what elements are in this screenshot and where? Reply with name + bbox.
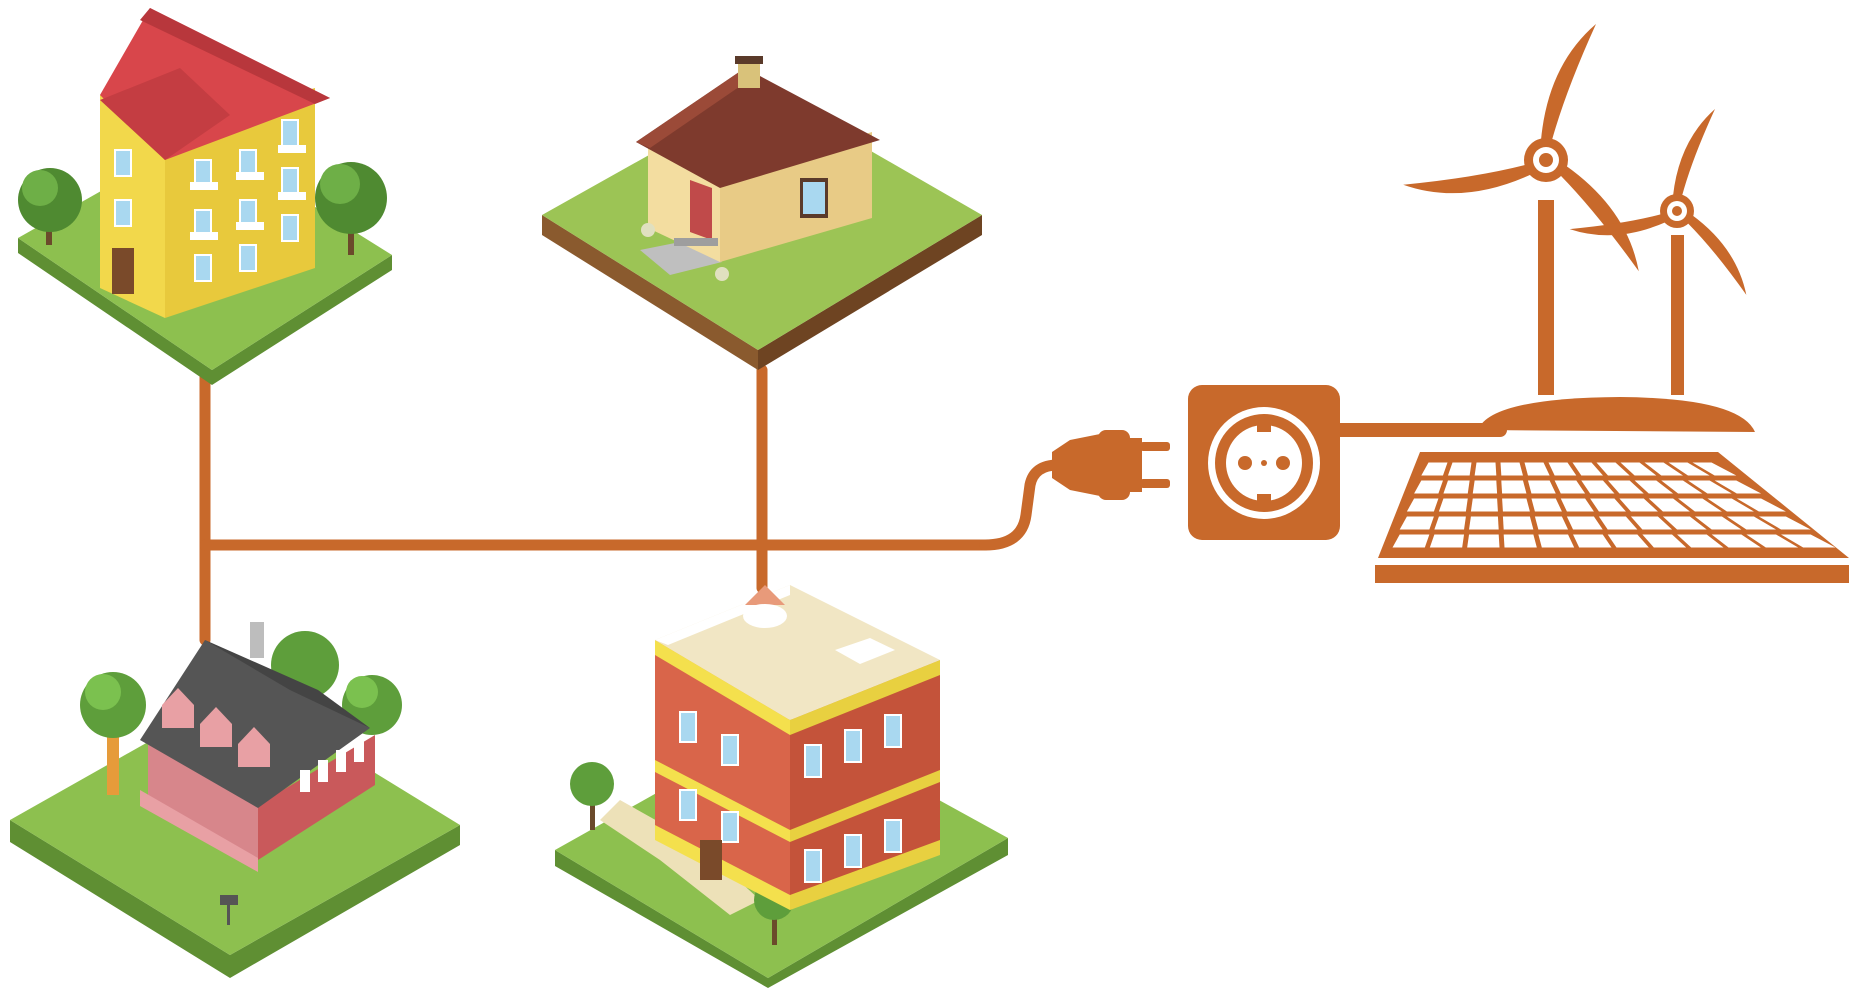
solar-cell [1503,534,1537,548]
solar-cell [1501,480,1527,494]
brick-building-icon [555,585,1008,988]
solar-cell [1438,498,1468,512]
solar-cell [1620,462,1657,476]
solar-cell [1711,534,1761,548]
wind-turbine-icon [1403,24,1639,395]
solar-cell [1470,498,1498,512]
grass-tile [18,238,392,385]
tree [18,168,82,245]
solar-cell [1572,462,1603,476]
solar-cell [1434,516,1466,530]
solar-cell [1502,498,1530,512]
solar-cell [1421,462,1448,476]
solar-cell [1590,498,1626,512]
solar-cell [1707,498,1754,512]
solar-cell [1502,516,1534,530]
victorian-house-icon [10,622,460,978]
solar-cell [1714,480,1762,494]
solar-cell [1598,516,1638,530]
solar-cell [1469,516,1499,530]
solar-cell [1736,498,1786,512]
solar-panel-icon [1375,452,1849,583]
tree [315,162,387,255]
solar-cell [1630,516,1673,530]
solar-cell [1472,480,1498,494]
turbine-base-mound [1478,397,1755,432]
solar-cell [1694,516,1742,530]
solar-cell [1500,462,1523,476]
solar-cell [1758,516,1811,530]
solar-cell [1726,516,1777,530]
solar-cell [1687,480,1732,494]
solar-cell [1527,480,1556,494]
power-lines [199,364,1507,646]
solar-cell [1548,462,1577,476]
solar-cell [1607,480,1644,494]
power-plug-icon [1052,430,1170,500]
solar-cell [1644,462,1683,476]
power-socket-icon [1188,385,1340,540]
solar-cell [1642,534,1687,548]
solar-cell [1566,516,1603,530]
tree [570,762,614,830]
wind-turbine-icon [1569,109,1747,395]
solar-cell [1399,516,1434,530]
solar-cell [1692,462,1737,476]
solar-cell [1406,498,1439,512]
solar-cell [1531,498,1562,512]
renewables [1375,24,1849,583]
solar-cell [1581,480,1615,494]
solar-cell [1560,498,1594,512]
solar-cell [1607,534,1649,548]
solar-cell [1677,534,1724,548]
tree [80,672,146,795]
solar-cell [1554,480,1586,494]
cottage-house-icon [542,56,982,370]
solar-cell [1746,534,1799,548]
solar-cell [1414,480,1443,494]
solar-cell [1538,534,1575,548]
solar-cell [1429,534,1465,548]
solar-cell [1443,480,1470,494]
solar-cell [1573,534,1612,548]
plug-cord [979,459,1064,551]
solar-cell [1467,534,1500,548]
solar-cell [1619,498,1658,512]
solar-cell [1678,498,1722,512]
solar-cell [1524,462,1550,476]
solar-cell [1634,480,1674,494]
solar-cell [1534,516,1569,530]
solar-cell [1474,462,1497,476]
solar-cell [1662,516,1707,530]
solar-cell [1781,534,1836,548]
yellow-apartment-house-icon [18,8,392,385]
solar-cell [1668,462,1710,476]
solar-cell [1447,462,1472,476]
solar-cell [1648,498,1690,512]
solar-cell [1661,480,1703,494]
solar-cell [1596,462,1630,476]
solar-cell [1392,534,1430,548]
